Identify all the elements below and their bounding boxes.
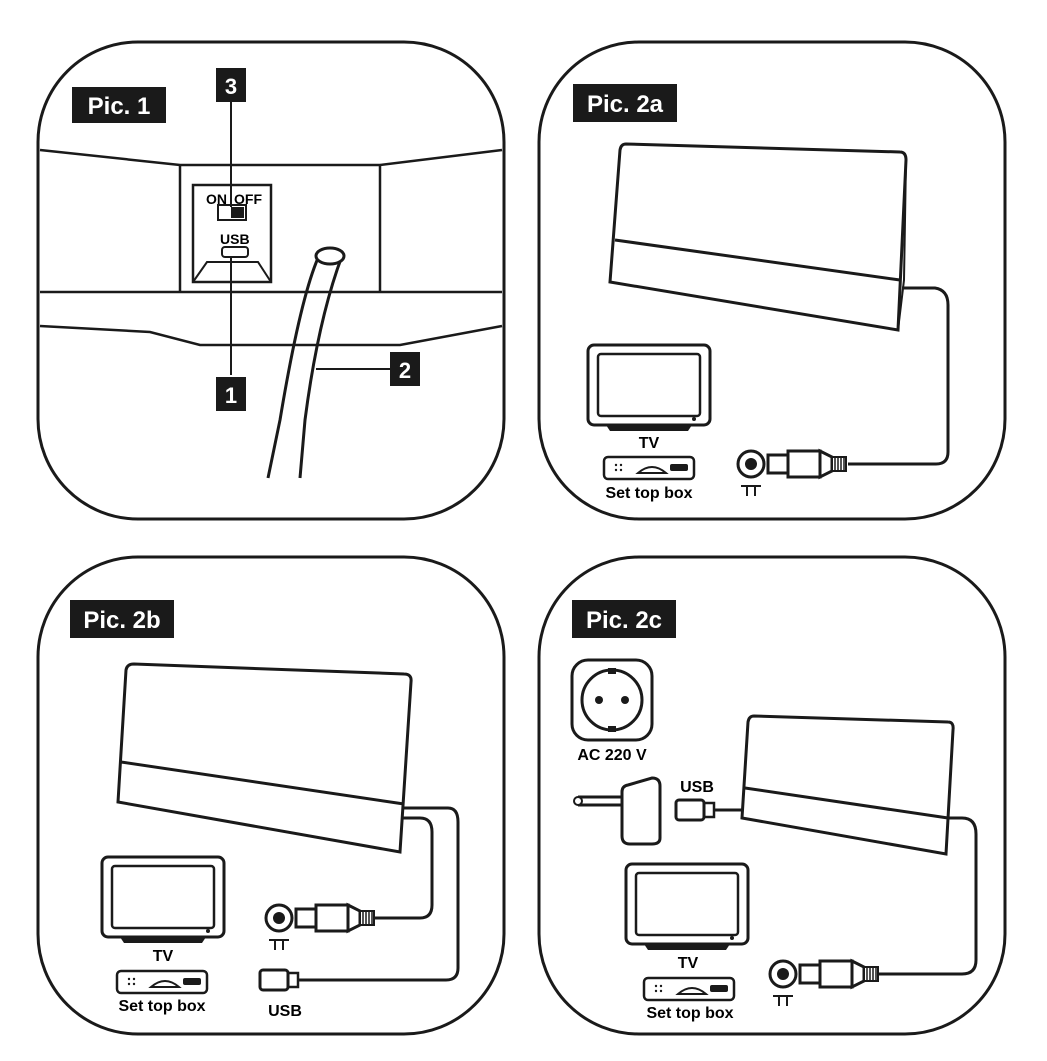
callout-3: 3 bbox=[225, 74, 237, 99]
on-label: ON bbox=[206, 191, 227, 207]
panel-pic-2b: TV Set top box USB Pic. 2b bbox=[36, 555, 506, 1036]
title-tag-pic-1 bbox=[72, 87, 166, 123]
antenna-icon bbox=[740, 714, 955, 856]
power-adapter-icon bbox=[573, 776, 662, 846]
panel-pic-2a: TV Set top box Pic. 2a bbox=[537, 40, 1007, 521]
usb-cable bbox=[296, 806, 460, 982]
usb-label: USB bbox=[268, 1003, 302, 1020]
stb-label: Set top box bbox=[605, 485, 692, 502]
set-top-box-icon bbox=[642, 976, 736, 1002]
set-top-box-icon bbox=[602, 455, 696, 481]
wall-socket-icon bbox=[570, 658, 654, 742]
panel-pic-2c: AC 220 V USB TV Set top box Pic. 2c bbox=[537, 555, 1007, 1036]
usb-label: USB bbox=[680, 779, 714, 796]
usb-port-label: USB bbox=[220, 231, 250, 247]
set-top-box-icon bbox=[115, 969, 209, 995]
callout-3-tag bbox=[216, 68, 246, 102]
tv-label: TV bbox=[153, 948, 174, 965]
title-tag-pic-2c bbox=[572, 600, 676, 638]
tv-label: TV bbox=[678, 955, 699, 972]
coax-cable bbox=[848, 286, 950, 466]
title-tag-pic-2b bbox=[70, 600, 174, 638]
tv-label: TV bbox=[639, 435, 660, 452]
callout-1-tag bbox=[216, 377, 246, 411]
antenna-icon bbox=[116, 662, 413, 854]
stb-label: Set top box bbox=[118, 998, 205, 1015]
panel-title: Pic. 2b bbox=[83, 607, 160, 634]
callout-2: 2 bbox=[399, 358, 411, 383]
tv-icon bbox=[586, 343, 712, 433]
tv-icon bbox=[100, 855, 226, 945]
panel-title: Pic. 2a bbox=[587, 91, 664, 118]
title-tag-pic-2a bbox=[573, 84, 677, 122]
panel-title: Pic. 2c bbox=[586, 607, 662, 634]
off-label: OFF bbox=[234, 191, 262, 207]
tv-icon bbox=[624, 862, 750, 952]
callout-2-tag bbox=[390, 352, 420, 386]
stb-label: Set top box bbox=[646, 1005, 733, 1022]
callout-1: 1 bbox=[225, 383, 237, 408]
antenna-icon bbox=[608, 142, 908, 332]
usb-plug-icon bbox=[258, 968, 300, 992]
panel-pic-1: ON OFF USB Pic. 1 3 1 2 bbox=[36, 40, 506, 521]
coax-cable bbox=[878, 816, 978, 976]
usb-plug-icon bbox=[674, 798, 716, 822]
panel-title: Pic. 1 bbox=[88, 93, 151, 120]
ac-label: AC 220 V bbox=[577, 747, 647, 764]
coax-cable bbox=[375, 816, 434, 920]
